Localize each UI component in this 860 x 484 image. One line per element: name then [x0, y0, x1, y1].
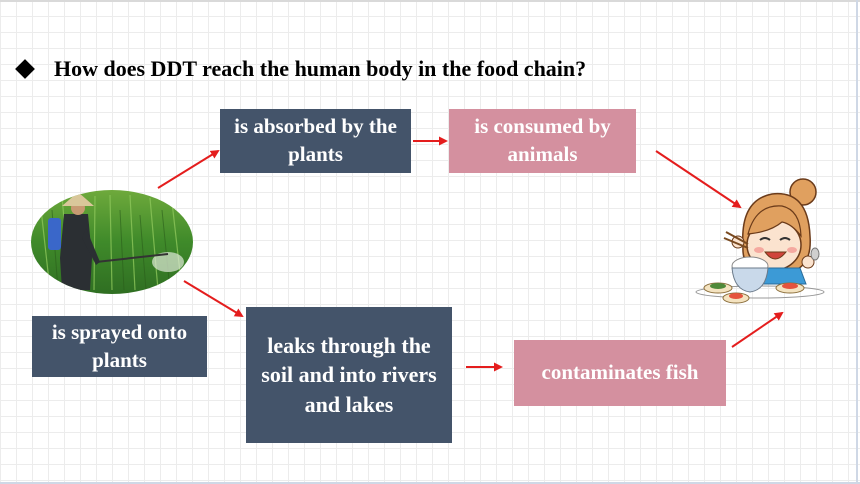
arrow-fish-to-girl	[731, 311, 784, 348]
step-leaks-label: leaks through the soil and into rivers a…	[261, 333, 437, 417]
arrow-farmer-to-leaks	[183, 280, 244, 318]
frame-bottom-border	[0, 482, 860, 484]
step-absorbed-box: is absorbed by the plants	[220, 109, 411, 173]
arrow-farmer-to-absorbed	[157, 149, 220, 189]
step-leaks-box: leaks through the soil and into rivers a…	[246, 307, 452, 443]
step-absorbed-label: is absorbed by the plants	[234, 114, 397, 166]
step-consumed-label: is consumed by animals	[474, 114, 611, 166]
question-heading: How does DDT reach the human body in the…	[14, 54, 586, 84]
frame-right-border	[856, 0, 858, 484]
step-sprayed-label: is sprayed onto plants	[51, 319, 188, 372]
top-rule	[0, 0, 860, 2]
step-sprayed-box: is sprayed onto plants	[32, 316, 207, 377]
question-text: How does DDT reach the human body in the…	[54, 56, 587, 81]
step-consumed-box: is consumed by animals	[449, 109, 636, 173]
arrow-consumed-to-girl	[655, 150, 742, 209]
step-contaminates-label: contaminates fish	[541, 360, 699, 385]
step-contaminates-box: contaminates fish	[514, 340, 726, 406]
